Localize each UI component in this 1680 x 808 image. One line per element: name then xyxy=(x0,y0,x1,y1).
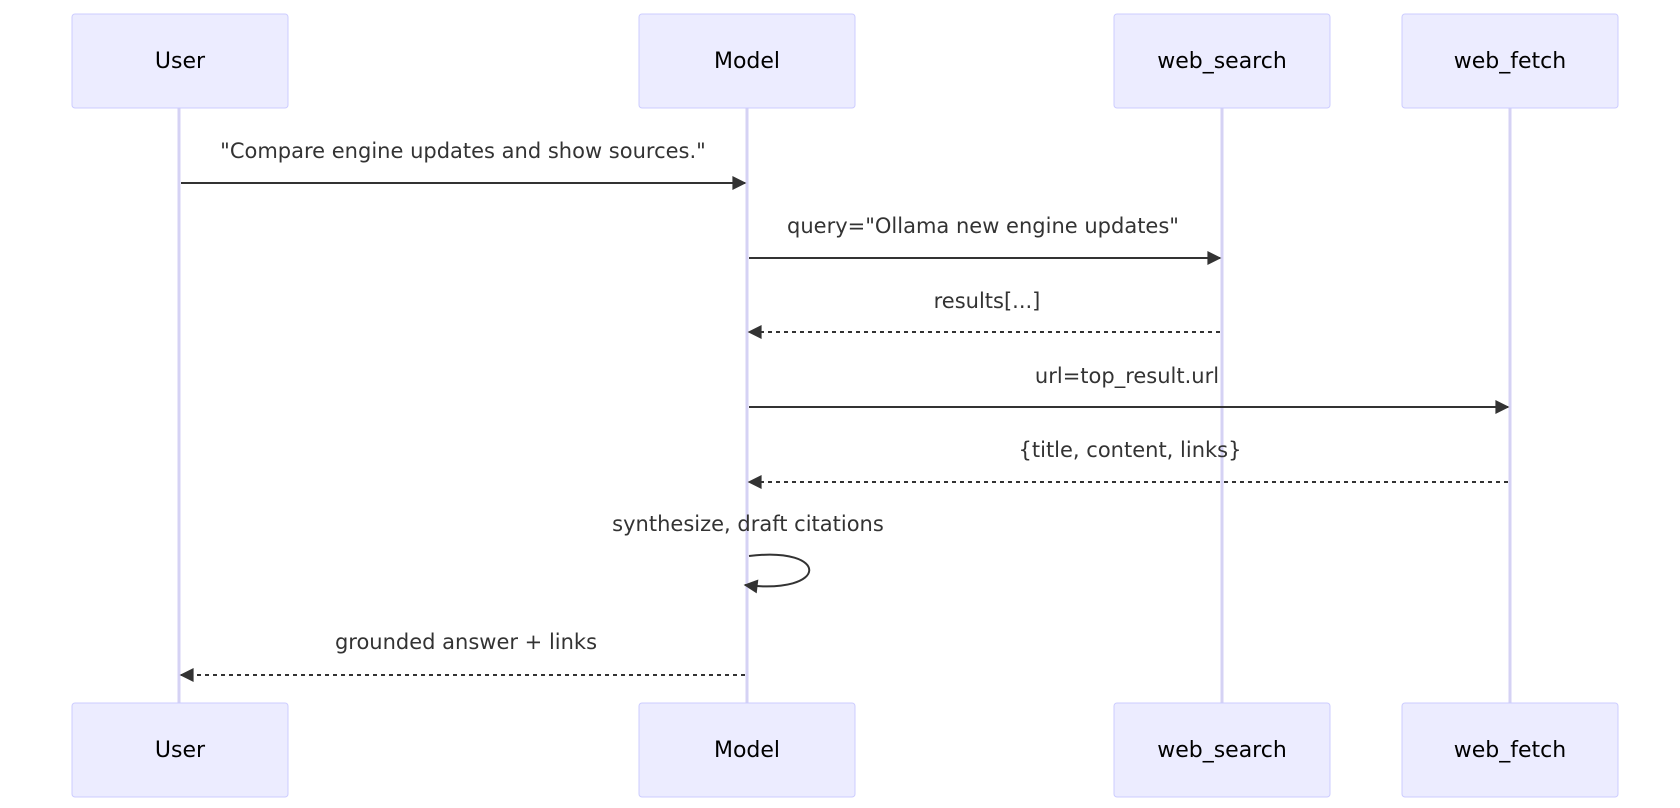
actor-label: Model xyxy=(714,49,780,74)
actors-bottom: User Model web_search web_fetch xyxy=(71,702,1619,798)
message-label: url=top_result.url xyxy=(1035,364,1219,389)
messages: "Compare engine updates and show sources… xyxy=(179,139,1510,682)
message-label: grounded answer + links xyxy=(335,630,597,654)
message-self-loop xyxy=(743,553,811,594)
actor-web-search-bottom: web_search xyxy=(1113,702,1331,798)
actor-label: web_fetch xyxy=(1454,738,1566,763)
actor-web-search-top: web_search xyxy=(1113,13,1331,109)
actor-label: Model xyxy=(714,738,780,763)
message-1: "Compare engine updates and show sources… xyxy=(181,139,747,190)
message-label: query="Ollama new engine updates" xyxy=(787,214,1179,238)
actor-label: web_fetch xyxy=(1454,49,1566,74)
message-5: {title, content, links} xyxy=(747,438,1508,489)
actor-label: User xyxy=(155,738,206,763)
actor-label: web_search xyxy=(1157,738,1287,763)
lifelines xyxy=(177,108,1512,703)
actors-top: User Model web_search web_fetch xyxy=(71,13,1619,109)
actor-label: User xyxy=(155,49,206,74)
actor-model-bottom: Model xyxy=(638,702,856,798)
actor-user-top: User xyxy=(71,13,289,109)
actor-model-top: Model xyxy=(638,13,856,109)
message-label: results[...] xyxy=(934,289,1041,313)
message-7: grounded answer + links xyxy=(179,630,745,682)
message-label: "Compare engine updates and show sources… xyxy=(220,139,706,163)
actor-web-fetch-top: web_fetch xyxy=(1401,13,1619,109)
message-2: query="Ollama new engine updates" xyxy=(749,214,1222,265)
message-4: url=top_result.url xyxy=(749,364,1510,414)
actor-web-fetch-bottom: web_fetch xyxy=(1401,702,1619,798)
message-6: synthesize, draft citations xyxy=(612,512,884,594)
message-label: {title, content, links} xyxy=(1019,438,1242,462)
actor-label: web_search xyxy=(1157,49,1287,74)
actor-user-bottom: User xyxy=(71,702,289,798)
message-3: results[...] xyxy=(747,289,1220,339)
message-label: synthesize, draft citations xyxy=(612,512,884,536)
